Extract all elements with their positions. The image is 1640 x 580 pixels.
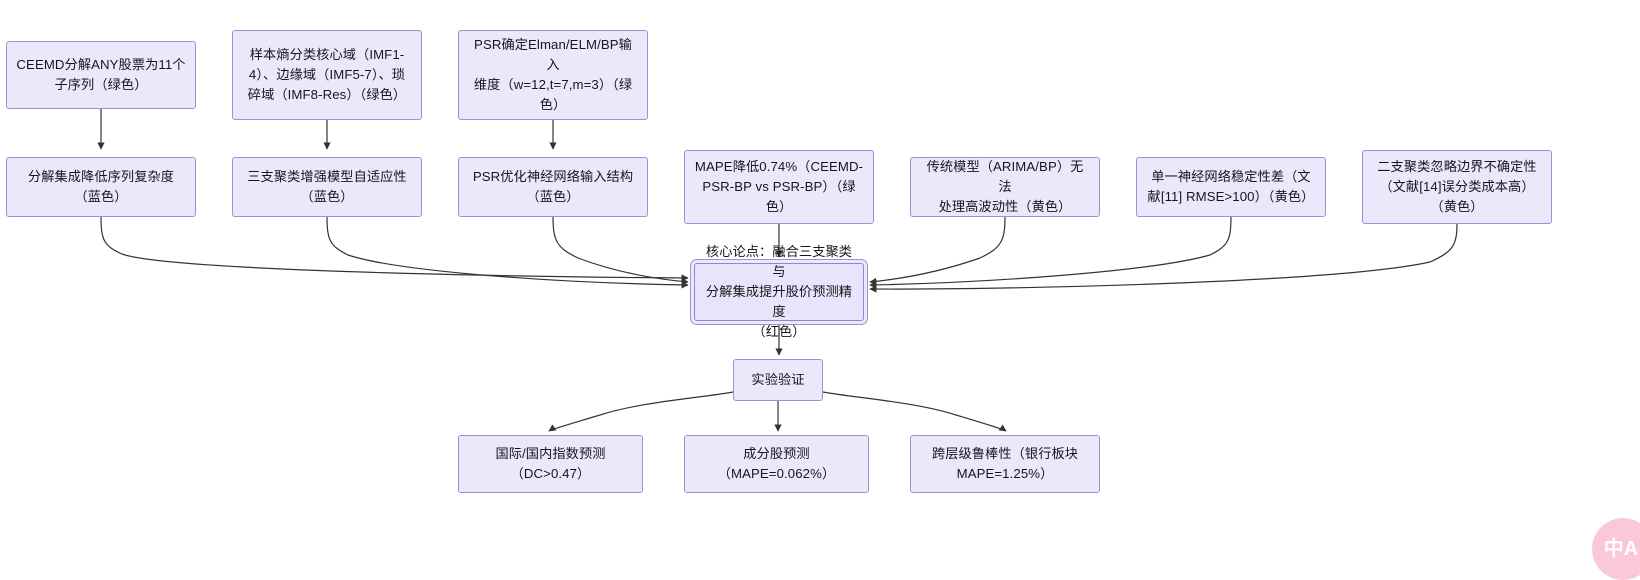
- edge-validation-n15: [822, 391, 1007, 432]
- edge-n5-core: [326, 216, 689, 289]
- edge-validation-n13: [548, 391, 734, 432]
- node-single-network-instability[interactable]: 单一神经网络稳定性差（文 献[11] RMSE>100）（黄色）: [1136, 157, 1326, 217]
- node-two-way-clustering-limitation[interactable]: 二支聚类忽略边界不确定性 （文献[14]误分类成本高） （黄色）: [1362, 150, 1552, 224]
- node-label: 传统模型（ARIMA/BP）无法 处理高波动性（黄色）: [926, 158, 1084, 215]
- node-label: 三支聚类增强模型自适应性 （蓝色）: [247, 168, 407, 204]
- node-core-thesis[interactable]: 核心论点：融合三支聚类与 分解集成提升股价预测精度 （红色）: [694, 244, 864, 339]
- node-label: 实验验证: [751, 371, 805, 387]
- edge-n8-core: [869, 216, 1006, 285]
- node-experimental-validation[interactable]: 实验验证: [733, 359, 823, 401]
- node-label: 二支聚类忽略边界不确定性 （文献[14]误分类成本高） （黄色）: [1377, 158, 1537, 215]
- node-ceemd-decomposition[interactable]: CEEMD分解ANY股票为11个 子序列（绿色）: [6, 41, 196, 109]
- node-label: 核心论点：融合三支聚类与 分解集成提升股价预测精度 （红色）: [705, 243, 853, 340]
- node-label: PSR确定Elman/ELM/BP输入 维度（w=12,t=7,m=3）（绿 色…: [473, 36, 633, 113]
- edge-n9-core: [869, 216, 1232, 289]
- node-label: 分解集成降低序列复杂度 （蓝色）: [27, 168, 175, 204]
- watermark-badge: 中A: [1592, 518, 1640, 580]
- node-label: CEEMD分解ANY股票为11个 子序列（绿色）: [16, 56, 186, 92]
- node-label: 成分股预测 （MAPE=0.062%）: [717, 445, 836, 481]
- edge-n10-core: [869, 223, 1458, 293]
- node-label: 国际/国内指数预测 （DC>0.47）: [495, 445, 606, 481]
- node-three-way-clustering-adaptivity[interactable]: 三支聚类增强模型自适应性 （蓝色）: [232, 157, 422, 217]
- edge-n4-core: [100, 216, 689, 282]
- node-label: MAPE降低0.74%（CEEMD- PSR-BP vs PSR-BP）（绿 色…: [694, 158, 864, 215]
- node-index-prediction-result[interactable]: 国际/国内指数预测 （DC>0.47）: [458, 435, 643, 493]
- node-mape-reduction-evidence[interactable]: MAPE降低0.74%（CEEMD- PSR-BP vs PSR-BP）（绿 色…: [684, 150, 874, 224]
- node-psr-input-dimension[interactable]: PSR确定Elman/ELM/BP输入 维度（w=12,t=7,m=3）（绿 色…: [458, 30, 648, 120]
- watermark-label: 中A: [1603, 538, 1639, 560]
- node-cross-level-robustness-result[interactable]: 跨层级鲁棒性（银行板块 MAPE=1.25%）: [910, 435, 1100, 493]
- node-sample-entropy-classification[interactable]: 样本熵分类核心域（IMF1- 4）、边缘域（IMF5-7）、琐 碎域（IMF8-…: [232, 30, 422, 120]
- node-label: 单一神经网络稳定性差（文 献[11] RMSE>100）（黄色）: [1147, 168, 1315, 204]
- node-constituent-stock-result[interactable]: 成分股预测 （MAPE=0.062%）: [684, 435, 869, 493]
- node-psr-optimizes-network-input[interactable]: PSR优化神经网络输入结构 （蓝色）: [458, 157, 648, 217]
- edge-n6-core: [552, 216, 689, 285]
- node-label: 样本熵分类核心域（IMF1- 4）、边缘域（IMF5-7）、琐 碎域（IMF8-…: [247, 46, 407, 103]
- node-label: PSR优化神经网络输入结构 （蓝色）: [472, 168, 634, 204]
- node-decomposition-reduces-complexity[interactable]: 分解集成降低序列复杂度 （蓝色）: [6, 157, 196, 217]
- node-traditional-model-limitation[interactable]: 传统模型（ARIMA/BP）无法 处理高波动性（黄色）: [910, 157, 1100, 217]
- node-label: 跨层级鲁棒性（银行板块 MAPE=1.25%）: [931, 445, 1079, 481]
